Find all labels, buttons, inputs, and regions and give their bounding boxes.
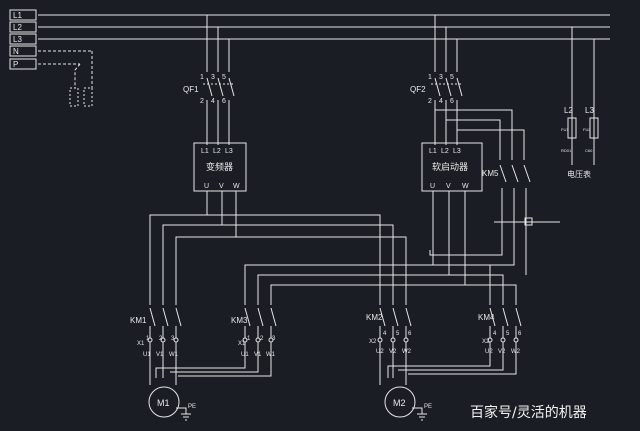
watermark: 百家号/灵活的机器 bbox=[470, 404, 587, 421]
km1-term-v: V1 bbox=[156, 352, 164, 358]
contactor-km2-contacts bbox=[379, 307, 412, 327]
ss-out-w: W bbox=[462, 183, 469, 190]
km4-side: X2 bbox=[482, 339, 490, 345]
bus-label-l3: L3 bbox=[13, 35, 22, 44]
qf2-pin-5: 5 bbox=[450, 74, 454, 81]
voltmeter-name: 电压表 bbox=[567, 169, 591, 179]
km2-term-w: W2 bbox=[402, 349, 412, 355]
vfd-out-w: W bbox=[233, 183, 240, 190]
km1-pin-1: 1 bbox=[146, 336, 150, 342]
motor-m2-label: M2 bbox=[393, 398, 406, 408]
motor-m2-pe: PE bbox=[424, 404, 432, 410]
bus-label-l2: L2 bbox=[13, 23, 22, 32]
fu1-label: FU1 bbox=[561, 127, 569, 132]
km1-term-u: U1 bbox=[143, 352, 151, 358]
bus-label-n: N bbox=[13, 47, 19, 56]
qf1-pin-6: 6 bbox=[222, 98, 226, 105]
qf1-pin-4: 4 bbox=[211, 98, 215, 105]
ss-in-l1: L1 bbox=[429, 148, 437, 155]
vfd-box bbox=[193, 142, 247, 192]
vfd-in-l1: L1 bbox=[201, 148, 209, 155]
qf2-pin-1: 1 bbox=[428, 74, 432, 81]
motor-m1-pe: PE bbox=[188, 404, 196, 410]
fu2-label: FU2 bbox=[583, 127, 591, 132]
km4-pin-4: 4 bbox=[493, 331, 497, 337]
km2-term-u: U2 bbox=[376, 349, 384, 355]
km4-term-u: U2 bbox=[485, 349, 493, 355]
km4-term-v: V2 bbox=[498, 349, 506, 355]
voltmeter-fuse-l3: L3 bbox=[585, 106, 594, 115]
ss-out-v: V bbox=[446, 183, 451, 190]
vfd-in-l3: L3 bbox=[225, 148, 233, 155]
km1-term-w: W1 bbox=[169, 352, 179, 358]
contactor-km4-contacts bbox=[489, 307, 522, 327]
km1-pin-2: 2 bbox=[159, 336, 163, 342]
vfd-out-v: V bbox=[219, 183, 224, 190]
km2-term-v: V2 bbox=[389, 349, 397, 355]
km4-label: KM4 bbox=[478, 313, 495, 322]
qf2-pin-6: 6 bbox=[450, 98, 454, 105]
bus-label-l1: L1 bbox=[13, 11, 22, 20]
km2-pin-5: 5 bbox=[396, 331, 400, 337]
km1-side: X1 bbox=[137, 341, 145, 347]
qf2-pin-4: 4 bbox=[439, 98, 443, 105]
motor-m1-circle bbox=[148, 386, 180, 418]
km2-pin-4: 4 bbox=[383, 331, 387, 337]
soft-starter-box bbox=[421, 142, 483, 192]
fuse-fu1 bbox=[567, 117, 577, 139]
motor-m1-label: M1 bbox=[157, 398, 170, 408]
km3-term-u: U1 bbox=[241, 352, 249, 358]
km3-pin-3: 3 bbox=[272, 336, 276, 342]
bus-labels: L1 L2 L3 N P bbox=[9, 9, 37, 70]
km1-pin-3: 3 bbox=[171, 336, 175, 342]
qf2-label: QF2 bbox=[410, 85, 426, 94]
voltmeter-fuse-l2: L2 bbox=[564, 106, 573, 115]
qf1-pin-3: 3 bbox=[211, 74, 215, 81]
km2-label: KM2 bbox=[366, 313, 383, 322]
km3-side: X1 bbox=[238, 341, 246, 347]
bus-label-p: P bbox=[13, 60, 18, 69]
km1-label: KM1 bbox=[130, 316, 147, 325]
km4-pin-5: 5 bbox=[506, 331, 510, 337]
fu1-rating: RD01 bbox=[561, 148, 572, 153]
fuse-fu2 bbox=[589, 117, 599, 139]
breaker-qf2 bbox=[431, 77, 463, 97]
km2-side: X2 bbox=[369, 339, 377, 345]
contactor-km1-contacts bbox=[149, 307, 182, 327]
km3-term-v: V1 bbox=[254, 352, 262, 358]
qf2-pin-2: 2 bbox=[428, 98, 432, 105]
motor-m2-circle bbox=[384, 386, 416, 418]
vfd-in-l2: L2 bbox=[213, 148, 221, 155]
ss-out-u: U bbox=[430, 183, 435, 190]
km4-pin-6: 6 bbox=[518, 331, 522, 337]
qf1-pin-5: 5 bbox=[222, 74, 226, 81]
ss-in-l2: L2 bbox=[441, 148, 449, 155]
qf1-label: QF1 bbox=[183, 85, 199, 94]
vfd-name: 变频器 bbox=[206, 161, 233, 172]
ss-in-l3: L3 bbox=[453, 148, 461, 155]
km3-pin-1: 1 bbox=[247, 336, 251, 342]
qf1-pin-1: 1 bbox=[200, 74, 204, 81]
soft-starter-name: 软启动器 bbox=[432, 161, 468, 172]
km5-label: KM5 bbox=[482, 169, 499, 178]
fu2-rating: C60 bbox=[585, 148, 593, 153]
km4-term-w: W2 bbox=[511, 349, 521, 355]
contactor-km5 bbox=[499, 164, 531, 183]
vfd-out-u: U bbox=[204, 183, 209, 190]
contactor-km3-contacts bbox=[244, 307, 277, 327]
qf2-pin-3: 3 bbox=[439, 74, 443, 81]
breaker-qf1 bbox=[203, 77, 235, 97]
km2-pin-6: 6 bbox=[408, 331, 412, 337]
qf1-pin-2: 2 bbox=[200, 98, 204, 105]
km3-pin-2: 2 bbox=[260, 336, 264, 342]
km3-term-w: W1 bbox=[266, 352, 276, 358]
km3-label: KM3 bbox=[231, 316, 248, 325]
